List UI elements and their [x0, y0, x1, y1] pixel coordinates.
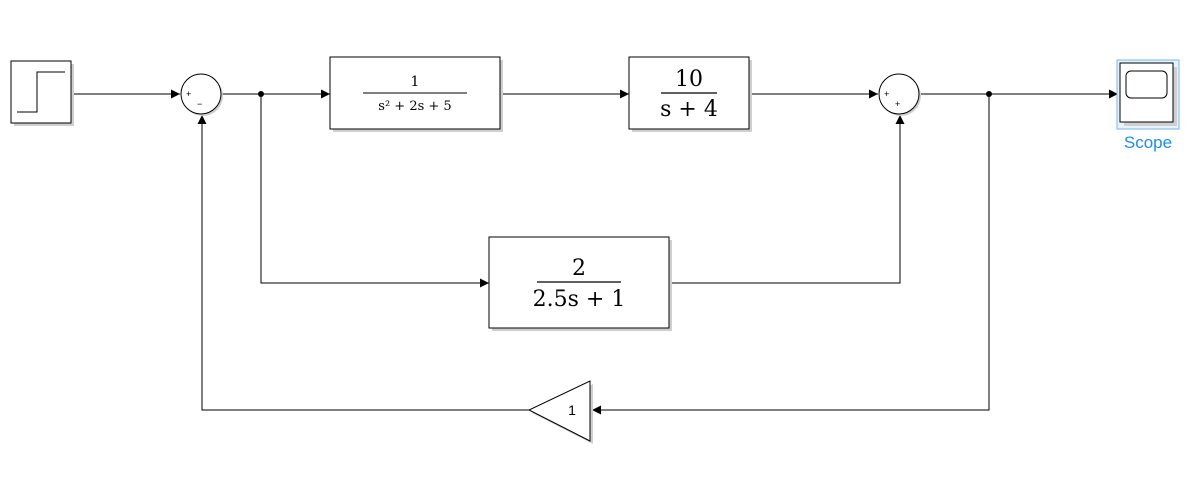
tf2-denominator: s + 4	[660, 97, 718, 122]
signal-lines	[72, 89, 1118, 415]
wire-branch-to-tf3[interactable]	[260, 94, 489, 288]
tf3-numerator: 2	[572, 256, 586, 281]
transfer-function-1[interactable]: 1 s² + 2s + 5	[329, 56, 503, 132]
scope-screen-icon	[1125, 70, 1168, 99]
gain-block[interactable]: 1	[527, 380, 593, 444]
sum-block-2[interactable]: + +	[878, 73, 921, 116]
sum1-sign-bottom: −	[197, 99, 202, 109]
sum1-sign-left: +	[186, 89, 191, 99]
transfer-function-2[interactable]: 10 s + 4	[628, 56, 752, 132]
step-block[interactable]	[10, 60, 74, 126]
tf1-numerator: 1	[411, 74, 420, 90]
scope-label: Scope	[1124, 133, 1172, 152]
branch-point-1	[258, 91, 264, 97]
gain-value: 1	[568, 402, 576, 418]
sum2-sign-left: +	[884, 89, 889, 99]
step-icon	[17, 71, 65, 113]
scope-block[interactable]: Scope	[1116, 59, 1180, 152]
branch-point-2	[986, 91, 992, 97]
tf3-denominator: 2.5s + 1	[533, 287, 626, 312]
transfer-function-3[interactable]: 2 2.5s + 1	[488, 236, 672, 331]
wire-gain-to-sum1[interactable]	[197, 115, 529, 411]
wire-output-to-gain[interactable]	[592, 94, 990, 415]
tf2-numerator: 10	[675, 67, 703, 92]
tf1-denominator: s² + 2s + 5	[378, 99, 451, 114]
wire-tf3-to-sum2[interactable]	[669, 115, 905, 284]
sum-block-1[interactable]: + −	[180, 73, 223, 116]
sum2-sign-bottom: +	[895, 99, 900, 109]
